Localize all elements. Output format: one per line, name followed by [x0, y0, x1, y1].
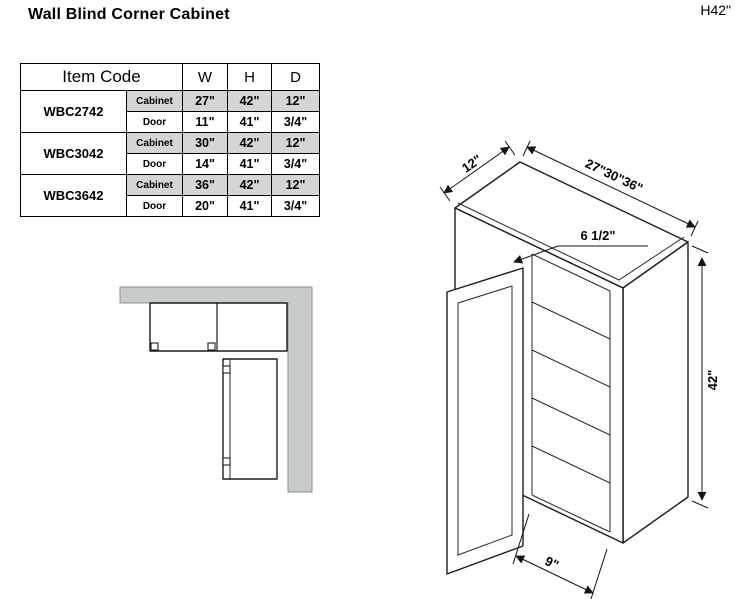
table-row: Door 14" 41" 3/4": [21, 153, 320, 175]
table-row: WBC3042 Cabinet 30" 42" 12": [20, 132, 320, 175]
open-door: [446, 267, 524, 575]
row-type-label: Door: [126, 195, 183, 217]
item-code: WBC3042: [20, 132, 127, 175]
item-code: WBC2742: [20, 90, 127, 133]
adjacent-cabinet-top-view: [222, 358, 278, 480]
dimension-door-opening: 9": [512, 513, 608, 600]
dimension-height: 42": [691, 245, 720, 509]
height-note: H42": [700, 2, 731, 18]
extension-line: [690, 220, 699, 237]
item-code: WBC3642: [20, 174, 127, 217]
door-inner-panel: [457, 285, 513, 556]
hinge-icon: [207, 342, 216, 351]
table-row: WBC2742 Cabinet 27" 42" 12": [20, 90, 320, 133]
depth-dimension-label: 12": [459, 152, 484, 176]
dimension-line: [526, 146, 696, 228]
blind-panel-dimension-label: 6 1/2": [580, 228, 615, 243]
hinge-icon: [222, 457, 231, 466]
value-d: 12": [271, 90, 320, 112]
shelf-line: [531, 349, 611, 388]
value-w: 30": [182, 132, 228, 154]
row-type-label: Cabinet: [126, 174, 183, 196]
dimension-line: [443, 146, 510, 194]
width-dimension-label: 27"30"36": [583, 156, 645, 196]
row-type-label: Cabinet: [126, 90, 183, 112]
col-header-item-code: Item Code: [20, 63, 183, 91]
table-row: WBC3642 Cabinet 36" 42" 12": [20, 174, 320, 217]
dimension-line: [515, 555, 594, 594]
value-h: 42": [227, 174, 272, 196]
cabinet-opening: [531, 253, 611, 533]
col-header-d: D: [271, 63, 320, 91]
wall-shape: [119, 286, 313, 493]
opening-top-rail-line: [531, 253, 611, 292]
value-d: 3/4": [271, 111, 320, 133]
col-header-h: H: [227, 63, 272, 91]
dimension-blind-panel: 6 1/2": [513, 228, 648, 264]
top-face-rim-line: [457, 202, 685, 281]
shelf-line: [531, 301, 611, 340]
col-header-w: W: [182, 63, 228, 91]
height-dimension-label: 42": [705, 370, 720, 391]
cabinet-right-face: [622, 241, 689, 544]
value-d: 12": [271, 174, 320, 196]
extension-line: [439, 186, 451, 202]
page-title: Wall Blind Corner Cabinet: [28, 6, 230, 23]
value-h: 42": [227, 132, 272, 154]
spec-table: Item Code W H D WBC2742 Cabinet 27" 42" …: [20, 63, 320, 217]
value-w: 36": [182, 174, 228, 196]
door-panel: [446, 267, 524, 575]
extension-line: [590, 548, 608, 600]
extension-line: [691, 245, 709, 254]
row-type-label: Cabinet: [126, 132, 183, 154]
hinge-icon: [150, 342, 159, 351]
extension-line: [504, 140, 516, 156]
hinge-icon: [222, 365, 231, 374]
value-h: 41": [227, 195, 272, 217]
value-d: 3/4": [271, 195, 320, 217]
blind-cabinet-top-view: [149, 302, 288, 352]
plan-view: [119, 286, 313, 493]
extension-line: [522, 140, 531, 157]
table-row: Door 20" 41" 3/4": [21, 195, 320, 217]
isometric-view: 12" 27"30"36" 6 1/2" 42": [439, 140, 720, 600]
extension-line: [691, 500, 709, 509]
table-header-row: Item Code W H D: [20, 63, 320, 91]
value-d: 12": [271, 132, 320, 154]
leader-arrow-line: [513, 245, 559, 264]
shelf-line: [531, 397, 611, 436]
shelf-line: [531, 445, 611, 484]
value-d: 3/4": [271, 153, 320, 175]
opening-bottom-rail-line: [531, 494, 611, 533]
door-opening-dimension-label: 9": [543, 553, 562, 572]
value-w: 27": [182, 90, 228, 112]
value-h: 42": [227, 90, 272, 112]
